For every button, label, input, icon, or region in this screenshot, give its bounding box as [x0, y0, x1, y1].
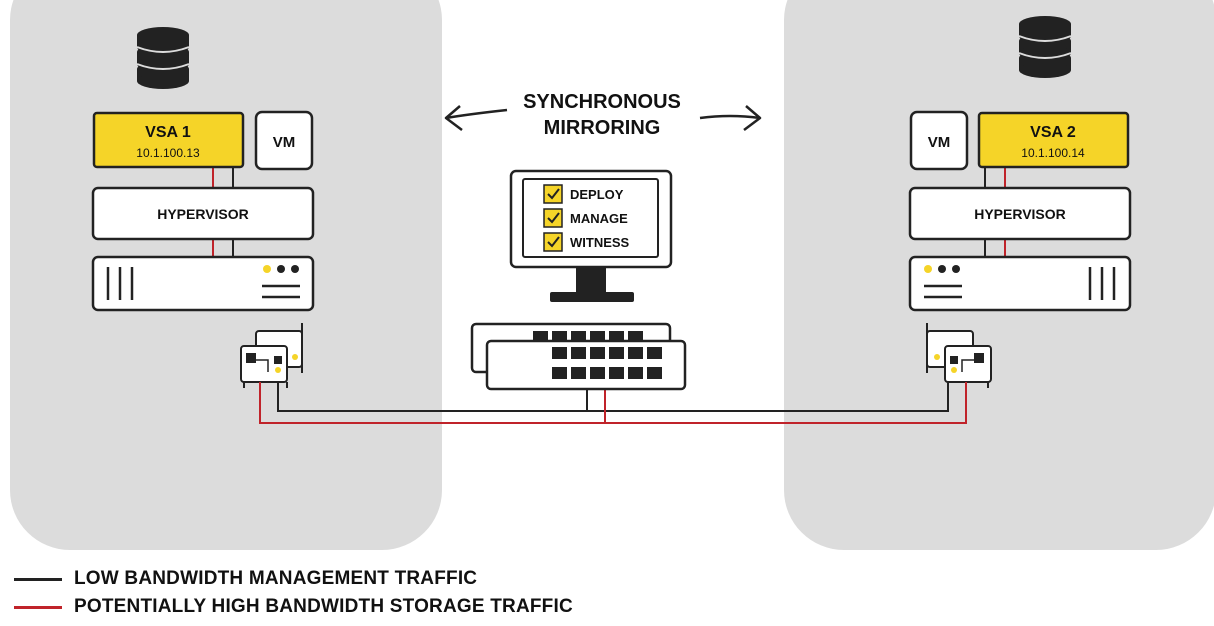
right-arrow-icon: [699, 105, 762, 131]
witness-checkbox-icon: [543, 232, 563, 252]
checklist-item-witness: WITNESS: [570, 235, 630, 250]
legend-red-line: [14, 605, 62, 609]
vsa-1-ip: 10.1.100.13: [136, 146, 200, 160]
legend-management-label: LOW BANDWIDTH MANAGEMENT TRAFFIC: [74, 568, 478, 589]
checklist-item-manage: MANAGE: [570, 211, 628, 226]
server-icon: [908, 255, 1132, 312]
network-card-icon: [240, 323, 303, 388]
database-icon: [136, 27, 190, 89]
server-icon: [91, 255, 315, 312]
vsa-1-title: VSA 1: [145, 124, 191, 141]
management-traffic-links: [277, 382, 949, 412]
hypervisor-box-left: [91, 186, 315, 241]
vm-box-left: [254, 110, 314, 171]
legend-storage: POTENTIALLY HIGH BANDWIDTH STORAGE TRAFF…: [14, 596, 573, 618]
database-icon: [1018, 16, 1072, 78]
vm-label-left: VM: [273, 134, 296, 151]
vsa-2-box: [977, 111, 1130, 169]
network-card-icon: [926, 323, 992, 388]
manage-checkbox-icon: [543, 208, 563, 228]
checklist-item-deploy: DEPLOY: [570, 187, 624, 202]
vsa-2-title: VSA 2: [1030, 124, 1076, 141]
legend-storage-label: POTENTIALLY HIGH BANDWIDTH STORAGE TRAFF…: [74, 596, 573, 617]
legend-black-line: [14, 577, 62, 581]
hypervisor-label-right: HYPERVISOR: [974, 206, 1066, 222]
mirroring-label-line-2: MIRRORING: [544, 117, 661, 139]
vm-box-right: [909, 110, 969, 171]
vsa-1-box: [92, 111, 245, 169]
deploy-checkbox-icon: [543, 184, 563, 204]
legend-management: LOW BANDWIDTH MANAGEMENT TRAFFIC: [14, 568, 477, 590]
hypervisor-label-left: HYPERVISOR: [157, 206, 249, 222]
network-switch-icon: [470, 322, 687, 391]
left-arrow-icon: [444, 105, 508, 131]
vsa-2-ip: 10.1.100.14: [1021, 146, 1085, 160]
vm-label-right: VM: [928, 134, 951, 151]
mirroring-label-line-1: SYNCHRONOUS: [523, 91, 681, 113]
hypervisor-box-right: [908, 186, 1132, 241]
storage-traffic-links: [259, 382, 967, 424]
